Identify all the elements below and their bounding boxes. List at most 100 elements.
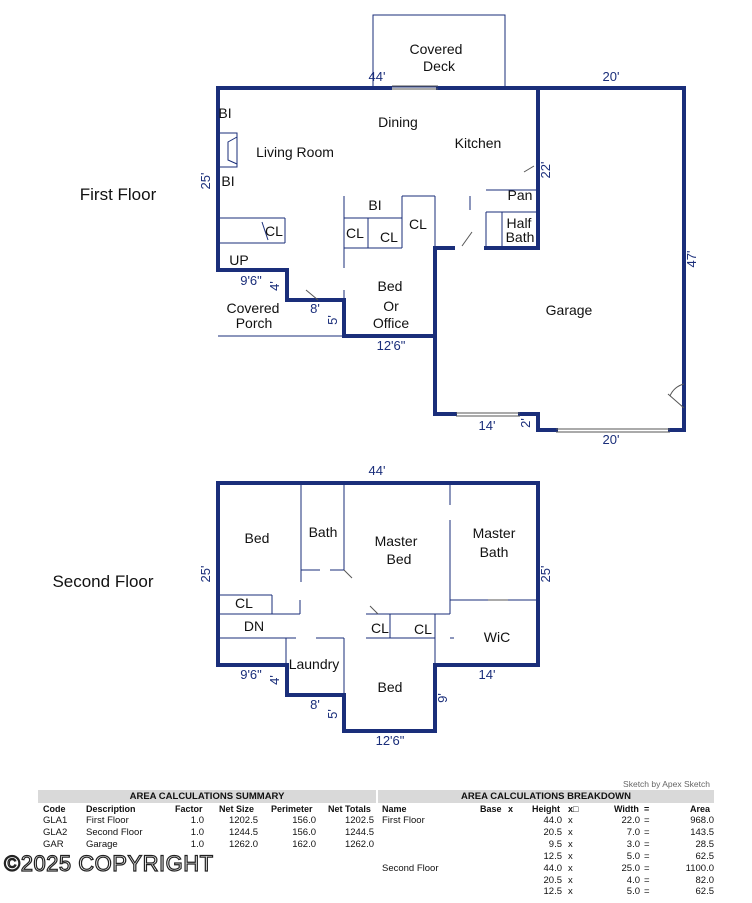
covered-porch-line1: Covered — [227, 300, 280, 316]
summary-cell: 1202.5 — [228, 815, 258, 826]
summary-cell: 1244.5 — [344, 827, 374, 838]
summary-cell: 1244.5 — [228, 827, 258, 838]
up-stairs-label: UP — [229, 252, 248, 268]
laundry-label: Laundry — [289, 656, 340, 672]
breakdown-cell: x — [568, 839, 573, 850]
living-room-label: Living Room — [256, 144, 334, 160]
dim-top-right: 20' — [603, 69, 620, 84]
breakdown-cell: 9.5 — [548, 839, 562, 850]
garage-side-arc — [669, 383, 685, 397]
dim-kitchen-right: 22' — [538, 162, 553, 179]
summary-header-description: Description — [86, 804, 136, 814]
breakdown-cell: 7.0 — [626, 827, 640, 838]
dim-left: 25' — [198, 173, 213, 190]
breakdown-cell: 44.0 — [543, 815, 563, 826]
fireplace-inner — [227, 136, 238, 165]
breakdown-cell: x — [568, 851, 573, 862]
bed-office-line1: Bed — [378, 278, 403, 294]
breakdown-cell: 25.0 — [621, 863, 641, 874]
summary-header-factor: Factor — [175, 804, 203, 814]
porch-door-swing — [305, 289, 319, 301]
closet-label-b: CL — [346, 225, 364, 241]
dim-bed-bottom: 12'6" — [377, 338, 406, 353]
pantry-label: Pan — [508, 187, 533, 203]
covered-deck-line2: Deck — [423, 58, 456, 74]
summary-cell: GLA1 — [43, 815, 68, 826]
breakdown-cell: Second Floor — [382, 863, 439, 874]
summary-header-net-totals: Net Totals — [328, 804, 371, 814]
summary-cell: 1262.0 — [344, 839, 374, 850]
dn-stairs-label: DN — [244, 618, 264, 634]
dim-garage-2: 2' — [518, 418, 533, 428]
breakdown-cell: First Floor — [382, 815, 425, 826]
bed-office-line3: Office — [373, 315, 410, 331]
fireplace — [218, 132, 238, 168]
summary-cell: 156.0 — [292, 827, 316, 838]
breakdown-cell: 3.0 — [626, 839, 640, 850]
summary-cell: Second Floor — [86, 827, 143, 838]
breakdown-cell: 44.0 — [543, 863, 563, 874]
master-bath-line1: Master — [473, 525, 516, 541]
summary-header-net-size: Net Size — [219, 804, 255, 814]
breakdown-cell: 12.5 — [543, 886, 563, 897]
covered-deck-label: Covered — [410, 41, 463, 57]
bed-bottom-label: Bed — [378, 679, 403, 695]
breakdown-cell: 28.5 — [695, 839, 715, 850]
garage-label: Garage — [546, 302, 593, 318]
first-floor-wall-west — [216, 86, 457, 416]
breakdown-cell: x — [568, 886, 573, 897]
breakdown-cell: x — [568, 827, 573, 838]
hall-door-swing — [461, 231, 473, 247]
summary-cell: GLA2 — [43, 827, 68, 838]
closet-label-c: CL — [380, 229, 398, 245]
summary-cell: First Floor — [86, 815, 129, 826]
breakdown-cell: 82.0 — [695, 875, 715, 886]
breakdown-cell: x — [568, 863, 573, 874]
breakdown-header-eq: = — [644, 804, 650, 814]
breakdown-cell: x — [568, 815, 573, 826]
breakdown-header-width: Width — [614, 804, 639, 814]
breakdown-cell: = — [644, 815, 650, 826]
breakdown-cell: 20.5 — [543, 827, 563, 838]
bed-office-line2: Or — [383, 298, 399, 314]
summary-header-code: Code — [43, 804, 66, 814]
bed-office-east-wall — [433, 246, 455, 338]
dim2-bottom: 12'6" — [376, 733, 405, 748]
kitchen-door-swing — [523, 165, 535, 173]
dim-garage-right: 47' — [684, 251, 699, 268]
dim-garage-14: 14' — [479, 418, 496, 433]
dim-porch-width: 9'6" — [240, 273, 262, 288]
summary-cell: 1.0 — [190, 839, 204, 850]
dim-porch-step: 4' — [267, 281, 282, 291]
breakdown-header-x2: x□ — [568, 804, 579, 814]
covered-deck-line1: Covered — [410, 41, 463, 57]
bi-bottom-label: BI — [221, 173, 234, 189]
summary-cell: 1262.0 — [228, 839, 258, 850]
cl-mid2-label: CL — [414, 621, 432, 637]
dining-label: Dining — [378, 114, 418, 130]
breakdown-cell: 1100.0 — [685, 863, 714, 874]
master-door — [343, 569, 353, 579]
breakdown-cell: 968.0 — [690, 815, 714, 826]
breakdown-cell: 62.5 — [695, 851, 715, 862]
dim2-right: 25' — [538, 566, 553, 583]
floor-plan: First Floor Covered Deck Dining Kitche — [52, 14, 699, 748]
dim-porch-5: 5' — [325, 315, 340, 325]
breakdown-cell: 143.5 — [690, 827, 714, 838]
summary-cell: Garage — [86, 839, 118, 850]
kitchen-label: Kitchen — [455, 135, 502, 151]
wic-label: WiC — [484, 629, 510, 645]
dim2-left: 25' — [198, 566, 213, 583]
summary-cell: 1.0 — [190, 815, 204, 826]
summary-header-perimeter: Perimeter — [271, 804, 313, 814]
breakdown-cell: 12.5 — [543, 851, 563, 862]
garage-wall-bottom-step — [518, 412, 558, 432]
summary-cell: GAR — [43, 839, 64, 850]
closet-label-a: CL — [265, 223, 283, 239]
first-floor-label: First Floor — [80, 185, 157, 204]
breakdown-title: AREA CALCULATIONS BREAKDOWN — [378, 790, 714, 803]
covered-porch-line2: Porch — [236, 315, 273, 331]
closet-label-d: CL — [409, 216, 427, 232]
bed-left-label: Bed — [245, 530, 270, 546]
breakdown-cell: 22.0 — [621, 815, 641, 826]
